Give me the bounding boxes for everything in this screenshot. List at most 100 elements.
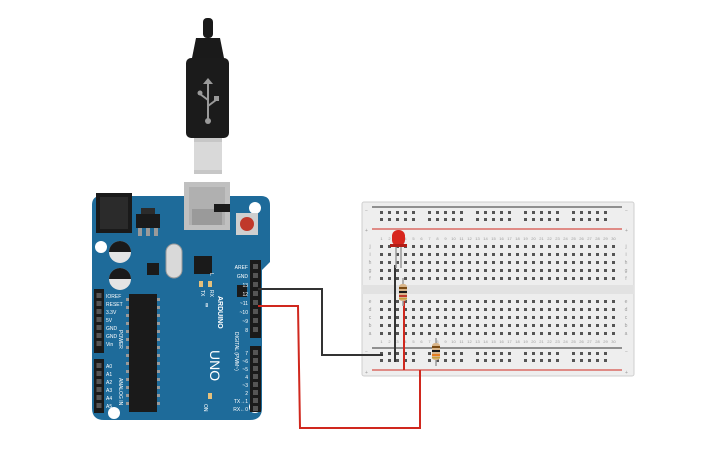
resistor-1[interactable] <box>399 278 407 306</box>
header-pin[interactable] <box>253 374 258 379</box>
digital-header[interactable] <box>250 260 261 412</box>
header-pin[interactable] <box>96 333 102 338</box>
breadboard-holes[interactable] <box>380 211 615 362</box>
column-number: 28 <box>595 339 600 344</box>
column-number: 15 <box>491 236 496 241</box>
column-number: 20 <box>531 339 536 344</box>
row-letter: c <box>625 315 628 321</box>
tx-label: TX <box>199 290 205 297</box>
column-number: 30 <box>611 339 616 344</box>
row-letter: c <box>369 315 372 321</box>
header-pin[interactable] <box>253 366 258 371</box>
column-number: 6 <box>420 339 423 344</box>
column-number: 18 <box>515 339 520 344</box>
digital-pin-label: ~3 <box>242 383 248 389</box>
header-pin[interactable] <box>96 293 102 298</box>
header-pin[interactable] <box>96 395 102 400</box>
header-pin[interactable] <box>253 398 258 403</box>
header-pin[interactable] <box>253 309 258 314</box>
header-pin[interactable] <box>96 309 102 314</box>
capacitor <box>109 241 131 263</box>
digital-pin-label: ~5 <box>242 367 248 373</box>
power-jack[interactable] <box>96 193 132 233</box>
row-letter: b <box>625 323 628 329</box>
header-pin[interactable] <box>253 300 258 305</box>
column-number: 17 <box>507 236 512 241</box>
power-header-label: POWER <box>117 330 123 349</box>
header-pin[interactable] <box>253 406 258 411</box>
icsp-header-2 <box>237 285 247 297</box>
usb-chip <box>194 256 212 274</box>
header-pin[interactable] <box>96 379 102 384</box>
header-pin[interactable] <box>253 291 258 296</box>
power-pin-label: 3.3V <box>106 310 117 316</box>
column-number: 7 <box>428 236 431 241</box>
header-pin[interactable] <box>253 282 258 287</box>
column-number: 8 <box>436 339 439 344</box>
usb-symbol-icon <box>197 78 219 124</box>
rail-sign-plus: + <box>365 370 368 376</box>
header-pin[interactable] <box>96 387 102 392</box>
svg-text:∞: ∞ <box>203 303 209 307</box>
power-pin-label: IOREF <box>106 294 121 300</box>
header-pin[interactable] <box>96 341 102 346</box>
digital-pin-label: ~11 <box>240 301 248 307</box>
power-header[interactable] <box>94 289 104 353</box>
column-number: 26 <box>579 339 584 344</box>
resistor-2[interactable] <box>432 338 440 366</box>
column-number: 16 <box>499 236 504 241</box>
column-number: 7 <box>428 339 431 344</box>
power-pin-label: GND <box>106 326 118 332</box>
breadboard[interactable]: − + − + − + − + 112233445566778899101011… <box>361 201 635 377</box>
header-pin[interactable] <box>253 273 258 278</box>
header-pin[interactable] <box>253 327 258 332</box>
led-red[interactable] <box>390 230 407 268</box>
row-letter: i <box>625 252 626 258</box>
header-pin[interactable] <box>96 325 102 330</box>
header-pin[interactable] <box>253 358 258 363</box>
header-pin[interactable] <box>96 301 102 306</box>
mounting-hole <box>95 241 107 253</box>
icsp-header <box>214 204 230 212</box>
header-pin[interactable] <box>253 390 258 395</box>
rx-label: RX <box>208 290 214 298</box>
digital-pin-label: 7 <box>245 351 248 357</box>
header-pin[interactable] <box>96 403 102 408</box>
brand-label: ARDUINO <box>216 296 223 329</box>
column-number: 21 <box>539 236 544 241</box>
column-number: 22 <box>547 236 552 241</box>
model-label: UNO <box>207 350 223 381</box>
row-letter: e <box>369 299 372 305</box>
header-pin[interactable] <box>253 318 258 323</box>
column-number: 13 <box>475 236 480 241</box>
status-leds: L TX RX ON <box>199 273 214 412</box>
analog-header[interactable] <box>94 359 104 413</box>
digital-pin-label: 2 <box>245 391 248 397</box>
header-pin[interactable] <box>253 350 258 355</box>
arduino-uno-board[interactable]: L TX RX ON ∞ ARDUINO UNO <box>92 182 270 420</box>
row-letter: a <box>369 331 372 337</box>
column-number: 1 <box>380 339 383 344</box>
column-number: 8 <box>436 236 439 241</box>
column-number: 9 <box>444 339 447 344</box>
row-letter: d <box>625 307 628 313</box>
column-number: 4 <box>404 339 407 344</box>
analog-header-label: ANALOG IN <box>117 378 123 406</box>
header-pin[interactable] <box>96 371 102 376</box>
analog-pin-label: A1 <box>106 372 112 378</box>
wire-pin12-red[interactable] <box>258 305 421 429</box>
column-number: 2 <box>388 339 391 344</box>
row-letter: j <box>368 244 370 250</box>
header-pin[interactable] <box>253 382 258 387</box>
header-pin[interactable] <box>96 363 102 368</box>
reset-button[interactable] <box>236 213 258 235</box>
header-pin[interactable] <box>253 264 258 269</box>
row-letter: g <box>625 268 628 274</box>
usb-cable[interactable] <box>186 18 229 174</box>
column-number: 29 <box>603 236 608 241</box>
row-letter: f <box>369 276 371 282</box>
header-pin[interactable] <box>96 317 102 322</box>
wire-gnd-black[interactable] <box>258 288 383 356</box>
row-letter: d <box>369 307 372 313</box>
